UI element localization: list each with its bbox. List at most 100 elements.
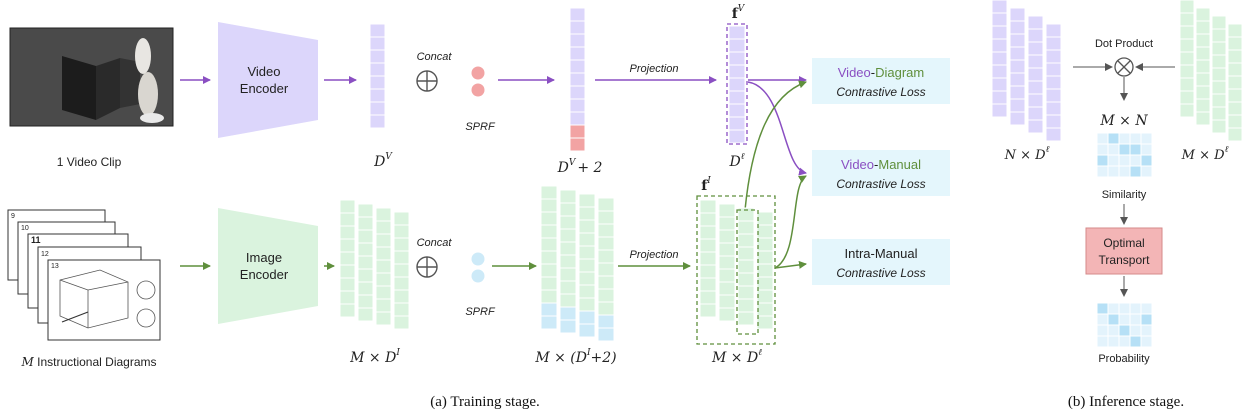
sprf-tokens-video (471, 66, 485, 97)
matrix-cell (1107, 132, 1120, 145)
video-manual-loss-box: Video-Manual Contrastive Loss (812, 150, 950, 196)
matrix-cell (1129, 302, 1142, 315)
feature-cell (559, 267, 577, 282)
feature-cell (578, 245, 596, 260)
feature-cell (728, 77, 746, 92)
feature-cell (339, 277, 356, 292)
feature-cell (1211, 41, 1227, 56)
svg-text:Encoder: Encoder (240, 267, 289, 282)
concat-label-image: Concat (417, 237, 453, 249)
feature-cell (597, 262, 615, 277)
feature-cell (578, 258, 596, 273)
matrix-cell (1096, 335, 1109, 348)
feature-cell (1027, 54, 1044, 69)
matrix-cell (1118, 154, 1131, 167)
feature-cell (540, 185, 558, 200)
projected-video-feature-column (728, 25, 746, 144)
sprf-label-video: SPRF (465, 121, 496, 133)
matrix-cell (1096, 154, 1109, 167)
feature-cell (699, 238, 717, 253)
feature-cell (393, 250, 410, 265)
sprf-cell (559, 306, 577, 321)
feature-cell (375, 311, 392, 326)
feature-cell (1179, 0, 1195, 14)
feature-cell (1027, 119, 1044, 134)
feature-cell (1009, 111, 1026, 126)
feature-cell (1179, 77, 1195, 92)
feature-cell (1179, 103, 1195, 118)
mxn-label: M × N (1099, 113, 1148, 129)
feature-cell (540, 198, 558, 213)
concat-operator-video (416, 70, 438, 92)
feature-cell (578, 219, 596, 234)
matrix-cell (1129, 313, 1142, 326)
matrix-cell (1107, 143, 1120, 156)
training-caption: (a) Training stage. (430, 394, 540, 410)
feature-cell (1009, 33, 1026, 48)
sprf-cell (578, 310, 596, 325)
feature-cell (369, 36, 386, 51)
projected-video-dim-label: Dℓ (729, 152, 745, 170)
svg-text:Contrastive Loss: Contrastive Loss (836, 266, 925, 280)
feature-cell (357, 229, 374, 244)
matrix-cell (1096, 324, 1109, 337)
feature-cell (569, 7, 586, 22)
n-dim-label: N × Dℓ (1004, 145, 1050, 163)
feature-cell (756, 302, 774, 317)
feature-cell (357, 255, 374, 270)
sprf-cell (540, 302, 558, 317)
feature-cell (699, 199, 717, 214)
feature-cell (1195, 111, 1211, 126)
feature-cell (737, 246, 755, 261)
feature-cell (369, 23, 386, 38)
svg-text:10: 10 (21, 225, 29, 232)
svg-text:Video: Video (247, 64, 280, 79)
projected-image-dim-label: M × Dℓ (711, 348, 762, 366)
feature-cell (1211, 67, 1227, 82)
concat-operator-image (416, 256, 438, 278)
feature-cell (375, 233, 392, 248)
feature-cell (718, 242, 736, 257)
feature-cell (1045, 62, 1062, 77)
probability-matrix (1096, 302, 1153, 348)
feature-cell (1179, 12, 1195, 27)
feature-cell (339, 199, 356, 214)
matrix-cell (1096, 165, 1109, 178)
feature-cell (559, 215, 577, 230)
image-dim-label: M × DI (349, 348, 400, 366)
feature-cell (1009, 85, 1026, 100)
feature-cell (699, 251, 717, 266)
fv-dashed-box (726, 23, 748, 145)
feature-cell (728, 129, 746, 144)
feature-cell (393, 302, 410, 317)
matrix-cell (1107, 165, 1120, 178)
feature-cell (728, 90, 746, 105)
feature-cell (756, 224, 774, 239)
feature-cell (597, 210, 615, 225)
feature-cell (1027, 106, 1044, 121)
feature-cell (756, 276, 774, 291)
feature-cell (1045, 49, 1062, 64)
fi-label: fI (701, 176, 711, 194)
feature-cell (369, 114, 386, 129)
feature-cell (369, 62, 386, 77)
feature-cell (728, 38, 746, 53)
feature-cell (991, 77, 1008, 92)
feature-cell (1009, 46, 1026, 61)
feature-cell (578, 193, 596, 208)
feature-cell (339, 225, 356, 240)
matrix-cell (1118, 143, 1131, 156)
feature-cell (357, 307, 374, 322)
video-diagram-loss-box: Video-Diagram Contrastive Loss (812, 58, 950, 104)
feature-cell (1195, 72, 1211, 87)
feature-cell (375, 207, 392, 222)
feature-cell (559, 228, 577, 243)
image-feature-columns (339, 199, 410, 330)
similarity-matrix (1096, 132, 1153, 178)
svg-text:Contrastive Loss: Contrastive Loss (836, 85, 925, 99)
feature-cell (597, 288, 615, 303)
fv-label: fV (732, 4, 746, 22)
sprf-label-image: SPRF (465, 306, 496, 318)
feature-cell (357, 294, 374, 309)
matrix-cell (1096, 313, 1109, 326)
